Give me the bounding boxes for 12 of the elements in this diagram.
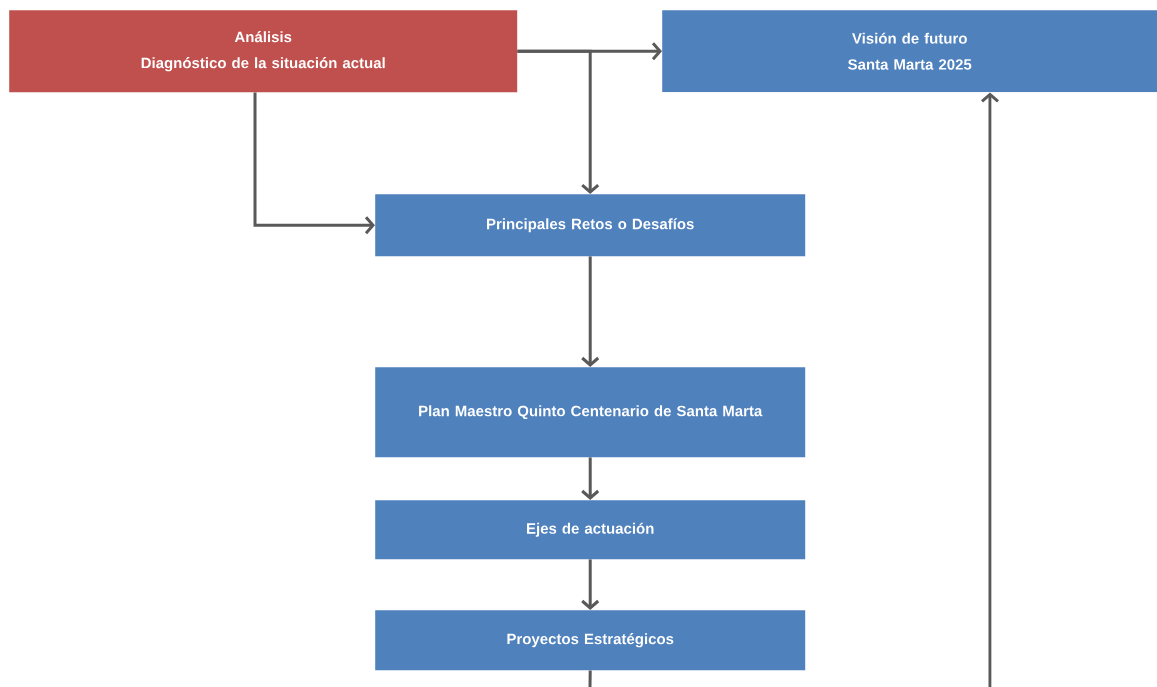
process-box: Análisis Diagnóstico de la situación actual <box>9 10 518 93</box>
arrow <box>581 559 600 610</box>
process-box: Visión de futuro Santa Marta 2025 <box>662 10 1157 93</box>
arrow <box>517 49 600 194</box>
arrow <box>981 92 999 687</box>
process-box: Plan Maestro Quinto Centenario de Santa Marta <box>375 367 806 458</box>
process-box: Principales Retos o Desafíos <box>375 194 806 257</box>
arrow <box>253 92 375 235</box>
arrow <box>581 256 600 367</box>
process-box: Ejes de actuación <box>375 500 806 560</box>
process-box: Proyectos Estratégicos <box>375 610 806 671</box>
arrow <box>581 457 600 500</box>
